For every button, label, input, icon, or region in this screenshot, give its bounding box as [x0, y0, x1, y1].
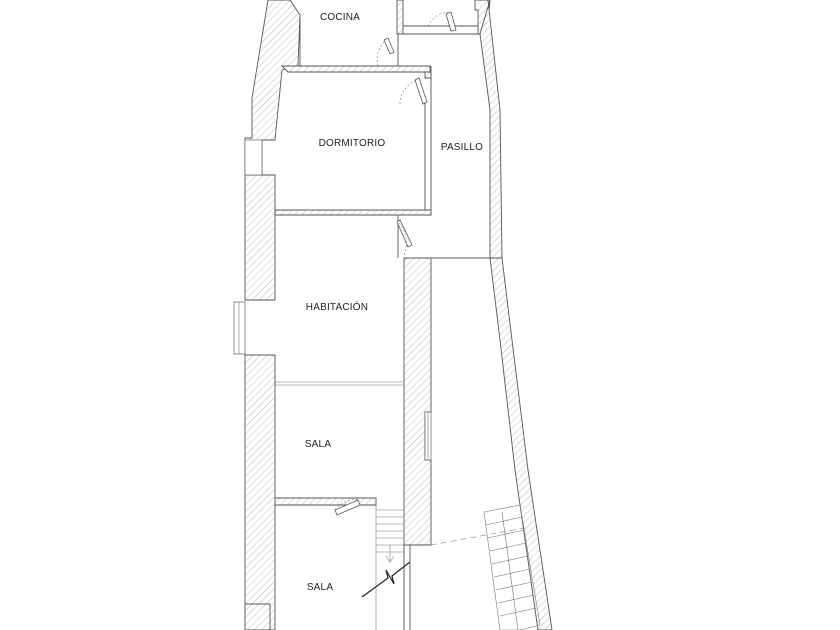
outer-wall-left-lower — [244, 174, 276, 301]
wall-pasillo-right — [479, 0, 503, 259]
label-sala-lower: SALA — [307, 582, 334, 593]
label-sala-upper: SALA — [305, 439, 332, 450]
door-sala-lower — [334, 499, 361, 516]
wall-sala-lower-bottom — [244, 603, 271, 630]
staircase — [361, 505, 411, 630]
wall-dormitorio-top — [280, 65, 431, 73]
dashed-line — [430, 526, 531, 546]
outer-wall-right — [489, 257, 553, 630]
window-dormitorio — [244, 139, 263, 176]
door-cocina — [383, 37, 395, 55]
label-habitacion: HABITACIÓN — [306, 300, 368, 313]
exterior-steps — [483, 504, 541, 630]
door-top-room — [445, 11, 457, 32]
window-habitacion — [233, 301, 246, 355]
wall-sala-lower-top — [274, 497, 377, 506]
label-cocina: COCINA — [320, 12, 360, 23]
outer-wall-left-lower-2 — [244, 354, 276, 630]
wall-central — [403, 257, 432, 546]
door-dormitorio — [414, 77, 428, 105]
wall-cocina-right — [396, 0, 404, 35]
wall-dormitorio-right — [424, 71, 432, 79]
label-dormitorio: DORMITORIO — [319, 138, 386, 149]
wall-dormitorio-bottom — [274, 209, 432, 216]
door-pasillo — [396, 219, 413, 248]
label-pasillo: PASILLO — [441, 142, 483, 153]
